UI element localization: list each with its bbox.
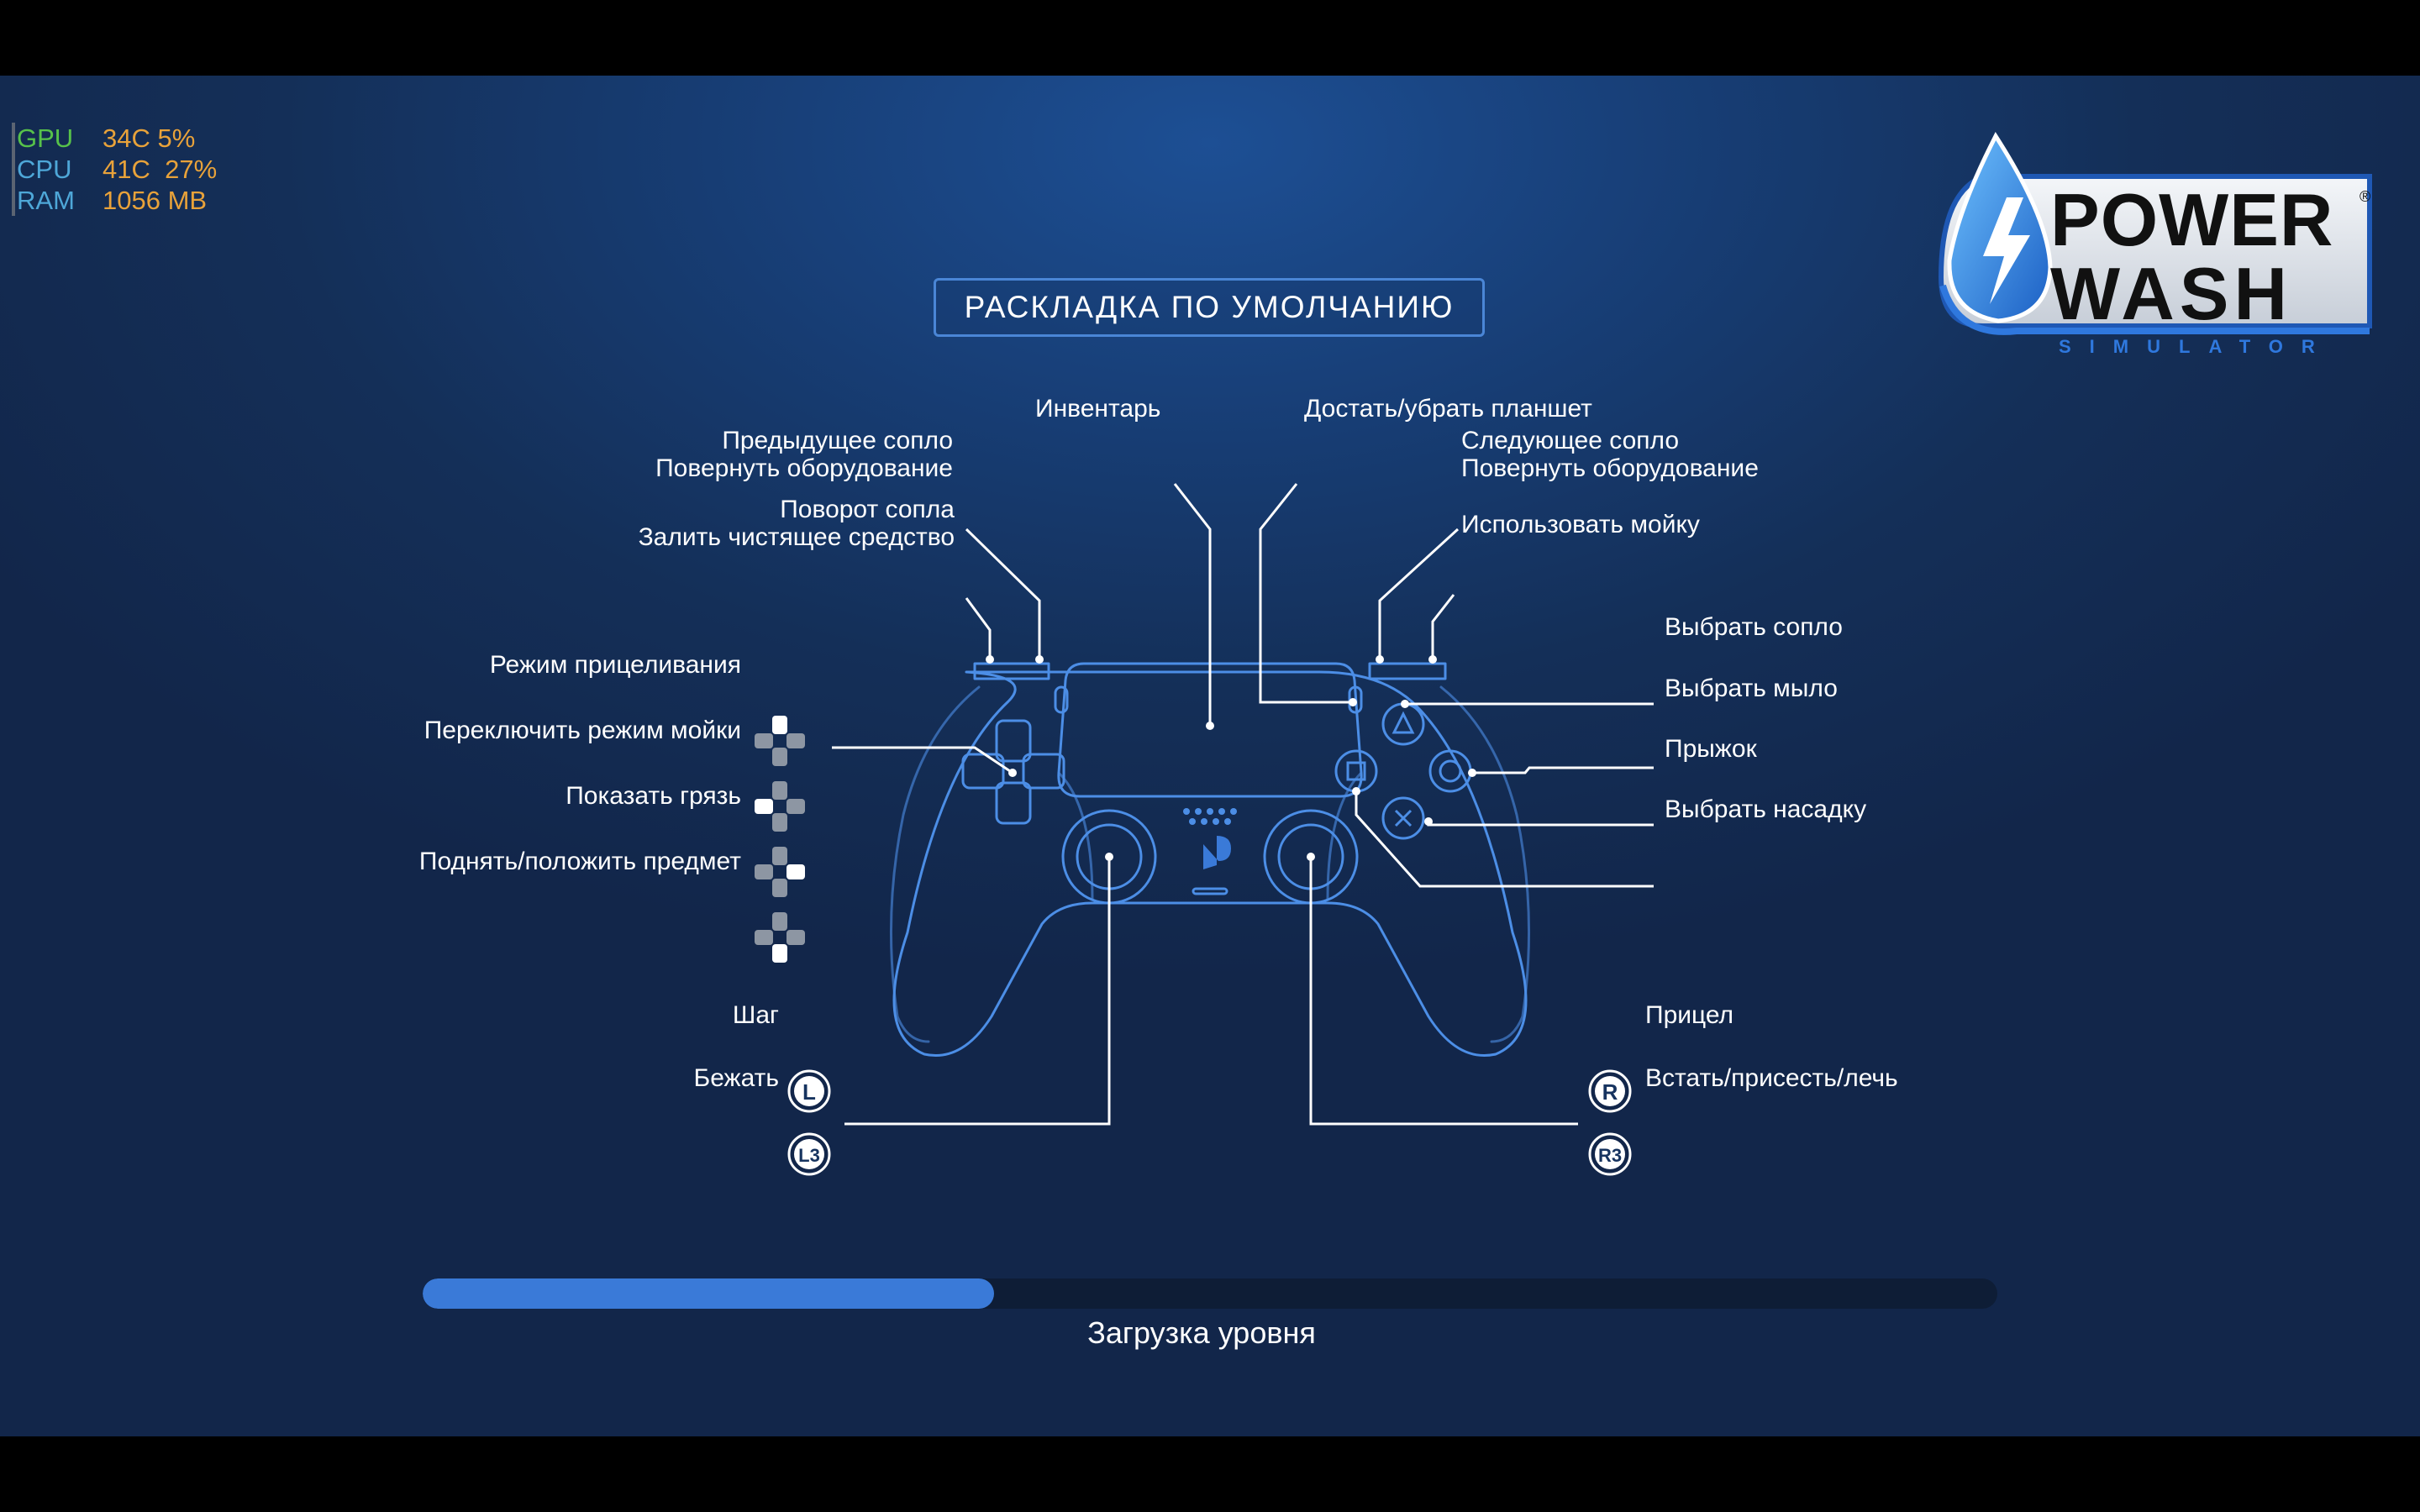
dpad <box>961 719 1065 825</box>
loading-label: Загрузка уровня <box>1087 1315 1316 1350</box>
label-r2: Использовать мойку <box>1461 511 1700 538</box>
hud-key-cpu: CPU <box>17 155 72 184</box>
dpad-down-icon <box>755 912 805 963</box>
label-l-stick: Шаг <box>732 1001 779 1029</box>
dpad-right-icon <box>755 847 805 897</box>
leader-lines <box>832 483 1654 1126</box>
label-r1-b: Повернуть оборудование <box>1461 454 1759 482</box>
label-tablet: Достать/убрать планшет <box>1304 395 1592 423</box>
hud-row-cpu: CPU 41C 27% <box>17 154 217 185</box>
controller-outline <box>889 662 1531 1057</box>
logo-word-wash: WASH <box>2050 252 2292 335</box>
label-circle: Выбрать мыло <box>1665 675 1838 702</box>
hud-row-gpu: GPU 34C 5% <box>17 123 217 154</box>
dpad-left-icon <box>755 781 805 832</box>
hud-row-ram: RAM 1056 MB <box>17 185 217 216</box>
hud-val-cpu: 41C 27% <box>103 155 218 184</box>
label-r3: Встать/присесть/лечь <box>1645 1064 1898 1092</box>
loading-screen: GPU 34C 5% CPU 41C 27% RAM 1056 MB P <box>0 76 2420 1436</box>
label-triangle: Выбрать сопло <box>1665 613 1843 641</box>
label-cross: Прыжок <box>1665 735 1757 763</box>
label-dpad-up: Режим прицеливания <box>489 651 741 679</box>
label-dpad-left: Переключить режим мойки <box>424 717 741 744</box>
label-dpad-right: Показать грязь <box>566 782 741 810</box>
loading-progress-fill <box>423 1278 995 1309</box>
hud-val-ram: 1056 MB <box>103 186 208 215</box>
loading-progress-bar <box>423 1278 1997 1309</box>
label-dpad-down: Поднять/положить предмет <box>418 848 741 875</box>
label-inventory: Инвентарь <box>1035 395 1161 423</box>
layout-title: РАСКЛАДКА ПО УМОЛЧАНИЮ <box>934 278 1485 337</box>
hud-key-gpu: GPU <box>17 123 74 153</box>
create-button <box>1054 685 1069 714</box>
logo-word-power: POWER <box>2050 178 2333 261</box>
badge-r3-text: R3 <box>1598 1145 1622 1166</box>
label-l2-a: Поворот сопла <box>780 496 955 523</box>
label-r-stick: Прицел <box>1645 1001 1734 1029</box>
right-stick-badge-icon: R <box>1588 1069 1632 1113</box>
face-buttons <box>1334 702 1472 840</box>
powerwash-simulator-logo: POWER WASH ® SIMULATOR <box>1938 131 2372 357</box>
l3-badge-icon: L3 <box>787 1132 831 1176</box>
badge-l3-text: L3 <box>798 1145 820 1166</box>
label-square: Выбрать насадку <box>1665 795 1867 823</box>
r3-badge-icon: R3 <box>1588 1132 1632 1176</box>
controller-diagram: L L3 R R3 <box>755 483 1654 1176</box>
badge-l-text: L <box>802 1079 816 1105</box>
logo-word-simulator: SIMULATOR <box>2059 336 2333 357</box>
ps-button <box>1183 808 1237 895</box>
dpad-up-icon <box>755 716 805 766</box>
label-r1-a: Следующее сопло <box>1461 427 1680 454</box>
leader-dots <box>986 655 1476 861</box>
performance-overlay: GPU 34C 5% CPU 41C 27% RAM 1056 MB <box>12 123 217 216</box>
label-l2-b: Залить чистящее средство <box>638 523 955 551</box>
logo-registered-mark: ® <box>2360 188 2370 205</box>
label-l1-a: Предыдущее сопло <box>722 427 953 454</box>
label-l1-b: Повернуть оборудование <box>655 454 953 482</box>
label-l3: Бежать <box>693 1064 780 1092</box>
left-stick-badge-icon: L <box>787 1069 831 1113</box>
badge-r-text: R <box>1602 1079 1618 1105</box>
hud-val-gpu: 34C 5% <box>103 123 196 153</box>
hud-key-ram: RAM <box>17 186 75 215</box>
